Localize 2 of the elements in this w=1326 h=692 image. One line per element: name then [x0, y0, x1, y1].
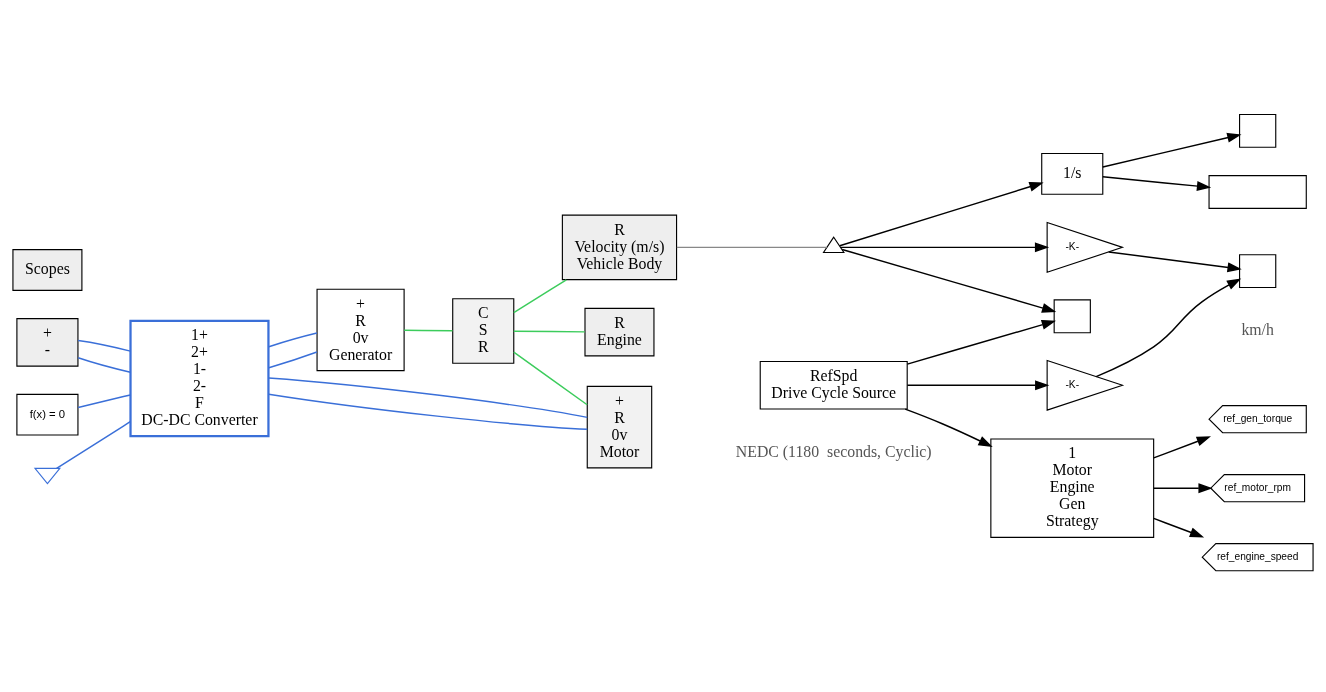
- node-label: NEDC (1180 seconds, Cyclic): [735, 443, 932, 461]
- node-label: km/h: [1241, 321, 1274, 339]
